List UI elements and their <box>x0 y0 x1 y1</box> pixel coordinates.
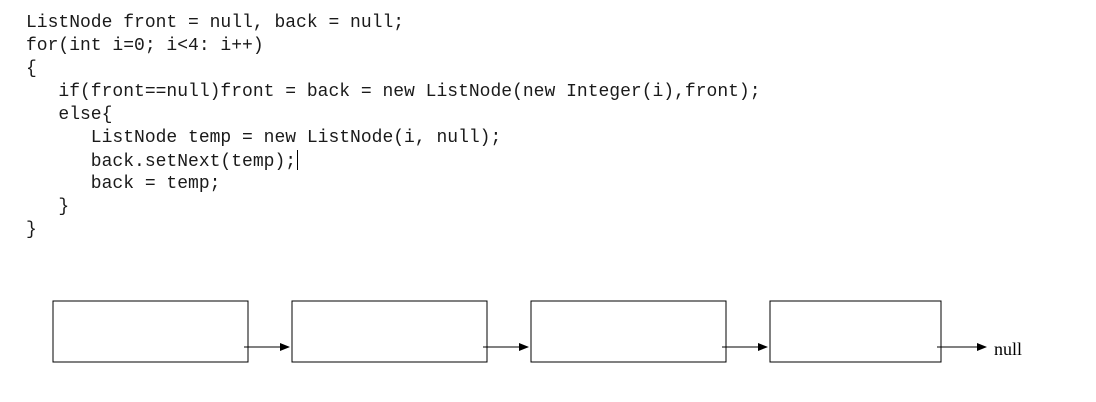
list-node-box-2 <box>291 300 488 363</box>
code-line-7-text: back.setNext(temp); <box>26 152 297 172</box>
code-line-10: } <box>26 220 37 240</box>
null-label: null <box>994 339 1023 359</box>
code-line-8: back = temp; <box>26 174 221 194</box>
text-cursor <box>297 150 299 170</box>
code-line-9: } <box>26 197 70 217</box>
code-line-4: if(front==null)front = back = new ListNo… <box>26 82 761 102</box>
code-line-7: back.setNext(temp); <box>26 150 761 173</box>
code-line-6: ListNode temp = new ListNode(i, null); <box>26 128 502 148</box>
code-line-2: for(int i=0; i<4: i++) <box>26 36 264 56</box>
code-line-5: else{ <box>26 105 113 125</box>
list-node-box-4 <box>769 300 942 363</box>
code-block: ListNode front = null, back = null; for(i… <box>26 12 761 242</box>
list-node-box-1 <box>52 300 249 363</box>
code-line-3: { <box>26 59 37 79</box>
list-node-box-3 <box>530 300 727 363</box>
code-line-1: ListNode front = null, back = null; <box>26 13 405 33</box>
